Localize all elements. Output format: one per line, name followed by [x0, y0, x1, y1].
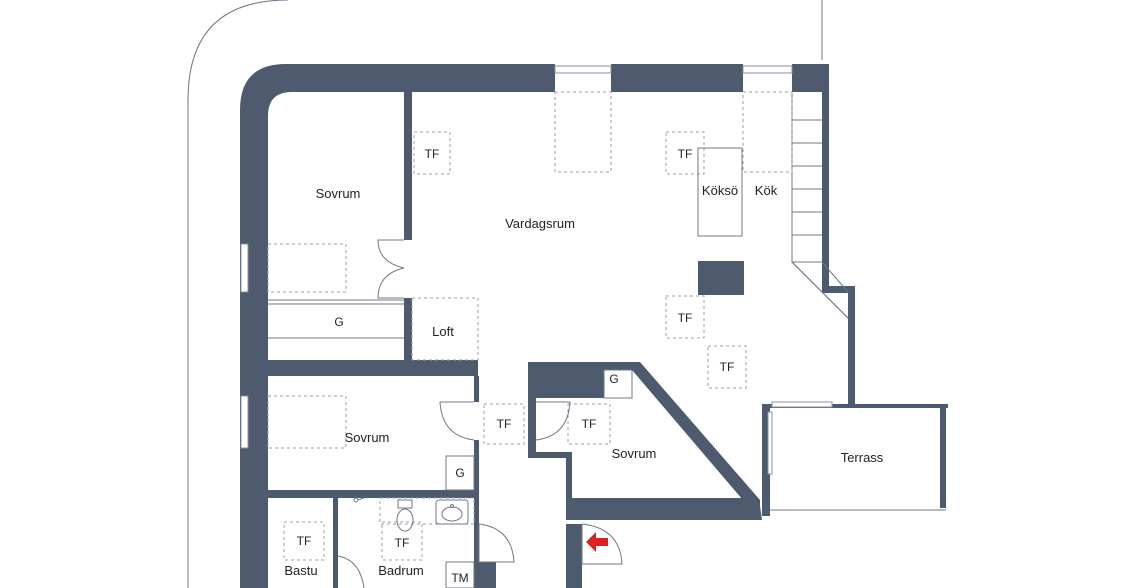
- bed-area-mid: [267, 395, 347, 449]
- wall-sovrum-mid-top: [268, 360, 478, 376]
- fireplace: [698, 261, 744, 295]
- label-g-3: G: [609, 372, 618, 386]
- sink-icon: [435, 499, 469, 525]
- wall-bastu-badrum: [333, 498, 338, 588]
- kitchen-island: [697, 147, 743, 237]
- label-tf-7: TF: [297, 534, 312, 548]
- wall-sovrum-mid-bottom: [268, 490, 478, 498]
- wall-sovrum-vardagsrum-low: [404, 298, 412, 360]
- label-badrum: Badrum: [378, 563, 424, 578]
- wall-sovrum-mid-right: [474, 376, 479, 402]
- label-tf-5: TF: [497, 417, 512, 431]
- tf-box-4: [707, 345, 747, 389]
- window-left-2: [240, 395, 249, 449]
- staircase: [791, 92, 849, 319]
- wall-terrace-top: [762, 404, 948, 408]
- loft-area: [411, 297, 479, 361]
- closet-top: [268, 299, 404, 339]
- tf-box-3: [665, 295, 705, 339]
- wall-sovrum-vardagsrum: [404, 92, 412, 240]
- label-loft: Loft: [432, 324, 454, 339]
- label-tm: TM: [451, 571, 468, 585]
- closet-mid: [445, 455, 475, 491]
- label-kok: Kök: [755, 183, 778, 198]
- label-tf-8: TF: [395, 536, 410, 550]
- wall-badrum-right: [474, 498, 479, 524]
- bed-area-top: [267, 243, 347, 293]
- label-tf-4: TF: [720, 360, 735, 374]
- wall-terrace-left: [762, 404, 770, 516]
- outer-wall-top-left: [240, 64, 555, 588]
- tf-box-6: [567, 403, 611, 445]
- label-vardagsrum: Vardagsrum: [505, 216, 575, 231]
- shower-icon: [353, 497, 365, 503]
- tf-box-1: [413, 131, 451, 175]
- label-koksö: Köksö: [702, 183, 738, 198]
- window-top-2: [742, 65, 793, 74]
- window-left-1: [240, 243, 249, 293]
- site-boundary: [187, 0, 289, 588]
- window-terrace-top: [771, 401, 833, 408]
- label-tf-1: TF: [425, 147, 440, 161]
- label-sovrum-top: Sovrum: [316, 186, 361, 201]
- outer-wall-right-upper: [822, 64, 829, 286]
- label-tf-6: TF: [582, 417, 597, 431]
- window-area-top-1: [554, 91, 612, 173]
- label-terrass: Terrass: [841, 450, 884, 465]
- door-sovrum-center: [535, 401, 571, 441]
- window-area-top-2: [742, 91, 793, 173]
- wall-bottom-stub-1: [474, 562, 496, 588]
- living-room-diagonal: [791, 261, 849, 319]
- tf-box-7: [283, 521, 325, 561]
- outer-wall-right-step: [822, 286, 855, 406]
- tf-box-8: [381, 521, 423, 561]
- label-sovrum-center: Sovrum: [612, 446, 657, 461]
- label-bastu: Bastu: [284, 563, 317, 578]
- label-sovrum-mid: Sovrum: [345, 430, 390, 445]
- shower-area: [379, 497, 475, 525]
- door-entrance: [581, 523, 623, 565]
- outer-wall-top-mid: [611, 64, 743, 92]
- window-terrace-left: [767, 411, 773, 475]
- tm-box: [445, 561, 475, 588]
- door-sovrum-top: [377, 239, 405, 299]
- label-tf-2: TF: [678, 147, 693, 161]
- tf-box-2: [665, 131, 705, 175]
- door-badrum: [478, 523, 515, 563]
- label-tf-3: TF: [678, 311, 693, 325]
- label-g-2: G: [455, 466, 464, 480]
- wall-terrace-right: [940, 404, 946, 508]
- wall-central-block: [528, 362, 604, 398]
- tf-box-5: [483, 403, 525, 445]
- label-g-1: G: [334, 315, 343, 329]
- entrance-arrow-icon: [586, 532, 608, 552]
- toilet-icon: [396, 499, 414, 532]
- door-bastu: [337, 555, 365, 588]
- window-top-1: [554, 65, 612, 74]
- door-sovrum-mid: [439, 401, 475, 441]
- closet-central: [603, 369, 633, 399]
